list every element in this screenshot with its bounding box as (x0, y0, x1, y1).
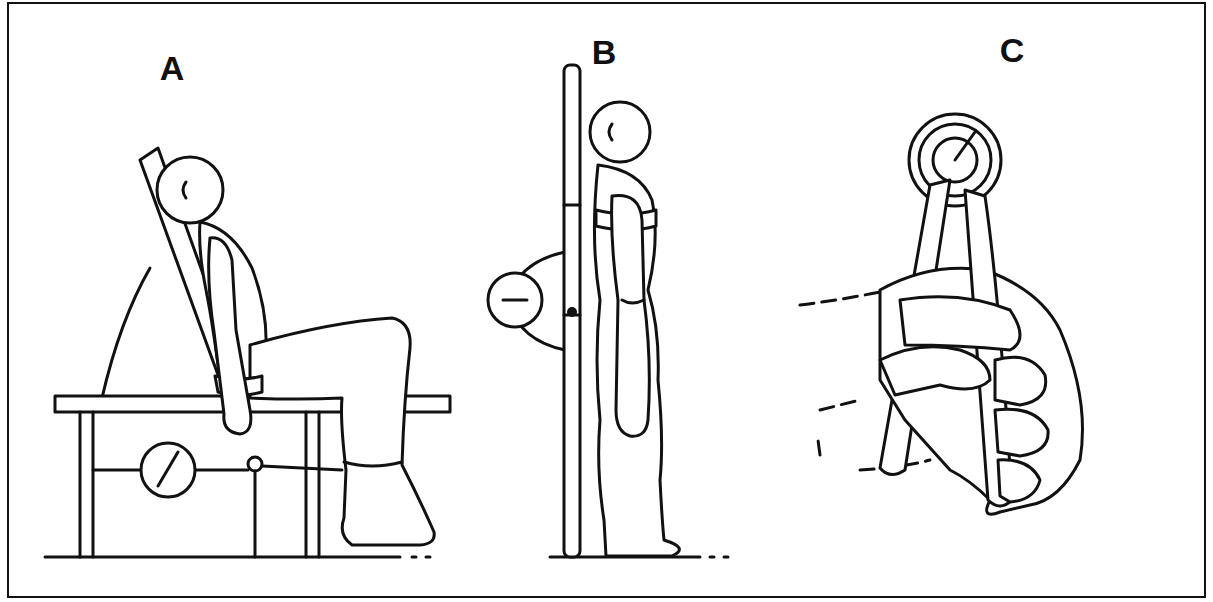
little-finger (998, 460, 1040, 502)
standing-head (590, 102, 650, 162)
seated-leg (250, 318, 434, 545)
seated-head (157, 157, 223, 223)
middle-finger (995, 357, 1046, 405)
seated-ear (183, 182, 186, 198)
floor-line (45, 556, 430, 559)
standing-ear (609, 124, 612, 140)
panel-label: C (1000, 33, 1025, 67)
thumb (880, 347, 990, 395)
figure-frame (8, 3, 1205, 597)
standing-arm (612, 196, 650, 437)
leg-dynamometer-scene (45, 148, 450, 557)
cable-pulley (248, 457, 262, 471)
back-dynamometer-scene (488, 65, 728, 557)
grip-dynamometer-scene (800, 114, 1083, 514)
pulley-cable (255, 466, 342, 557)
post-pivot (567, 307, 577, 317)
standing-body (594, 165, 679, 556)
panel-label: B (592, 35, 617, 69)
dynamometer-dial (141, 443, 195, 497)
panel-label: A (160, 51, 185, 85)
backrest-strut (102, 268, 150, 398)
bench-legs (80, 412, 319, 557)
dial-needle (158, 452, 178, 486)
dynamometer-dial (488, 273, 542, 327)
seated-arm (209, 238, 251, 434)
ankle-strap (344, 462, 402, 466)
measuring-post (564, 65, 580, 557)
ring-finger (995, 409, 1048, 456)
index-finger (900, 297, 1020, 350)
grip-dial-outer (909, 114, 1001, 206)
dial-needle (503, 299, 527, 302)
elbow-mark (622, 300, 644, 303)
post-joints (564, 205, 580, 315)
grip-dial-needle (955, 132, 975, 160)
